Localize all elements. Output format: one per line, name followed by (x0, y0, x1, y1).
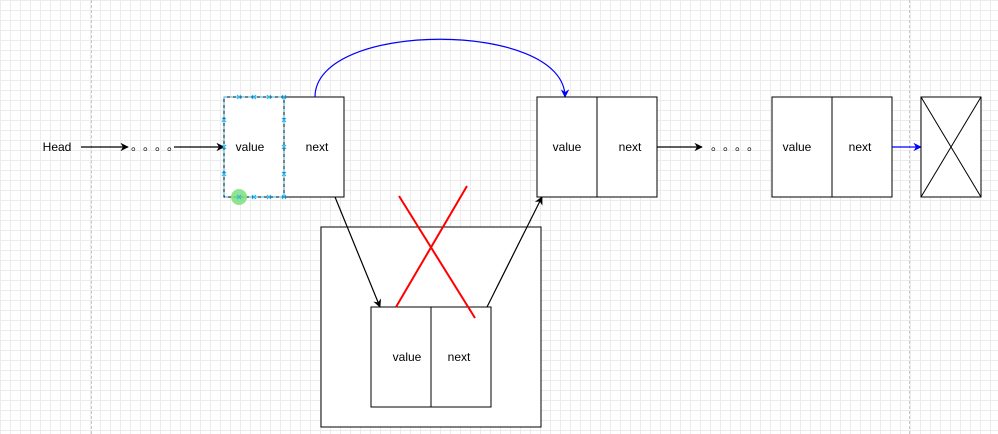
cross-out-mark[interactable] (395, 185, 476, 319)
null-terminator[interactable] (920, 96, 982, 198)
arrow-removed-to-node2[interactable] (486, 196, 543, 308)
node1-value-label: value (236, 140, 265, 154)
ellipsis-after-node2: 。。。。 (711, 139, 765, 153)
node3-value-label: value (783, 140, 812, 154)
page-guide-left (91, 0, 92, 434)
node-3[interactable]: value next (771, 96, 893, 198)
arrow-node1-to-removed[interactable] (334, 196, 382, 308)
page-guide-right (909, 0, 910, 434)
node-2[interactable]: value next (536, 96, 658, 198)
head-label[interactable]: Head (43, 140, 72, 154)
node2-next-label: next (619, 140, 642, 154)
selection-outline[interactable] (221, 94, 287, 205)
removed-node[interactable]: value next (370, 306, 492, 408)
ellipsis-before-node1: 。。。。 (131, 139, 185, 153)
node2-value-label: value (553, 140, 582, 154)
selection-handles[interactable] (221, 94, 287, 200)
removed-next-label: next (448, 350, 471, 364)
removed-value-label: value (393, 350, 422, 364)
node1-next-label: next (306, 140, 329, 154)
relink-arrow[interactable] (314, 38, 570, 98)
node3-next-label: next (849, 140, 872, 154)
